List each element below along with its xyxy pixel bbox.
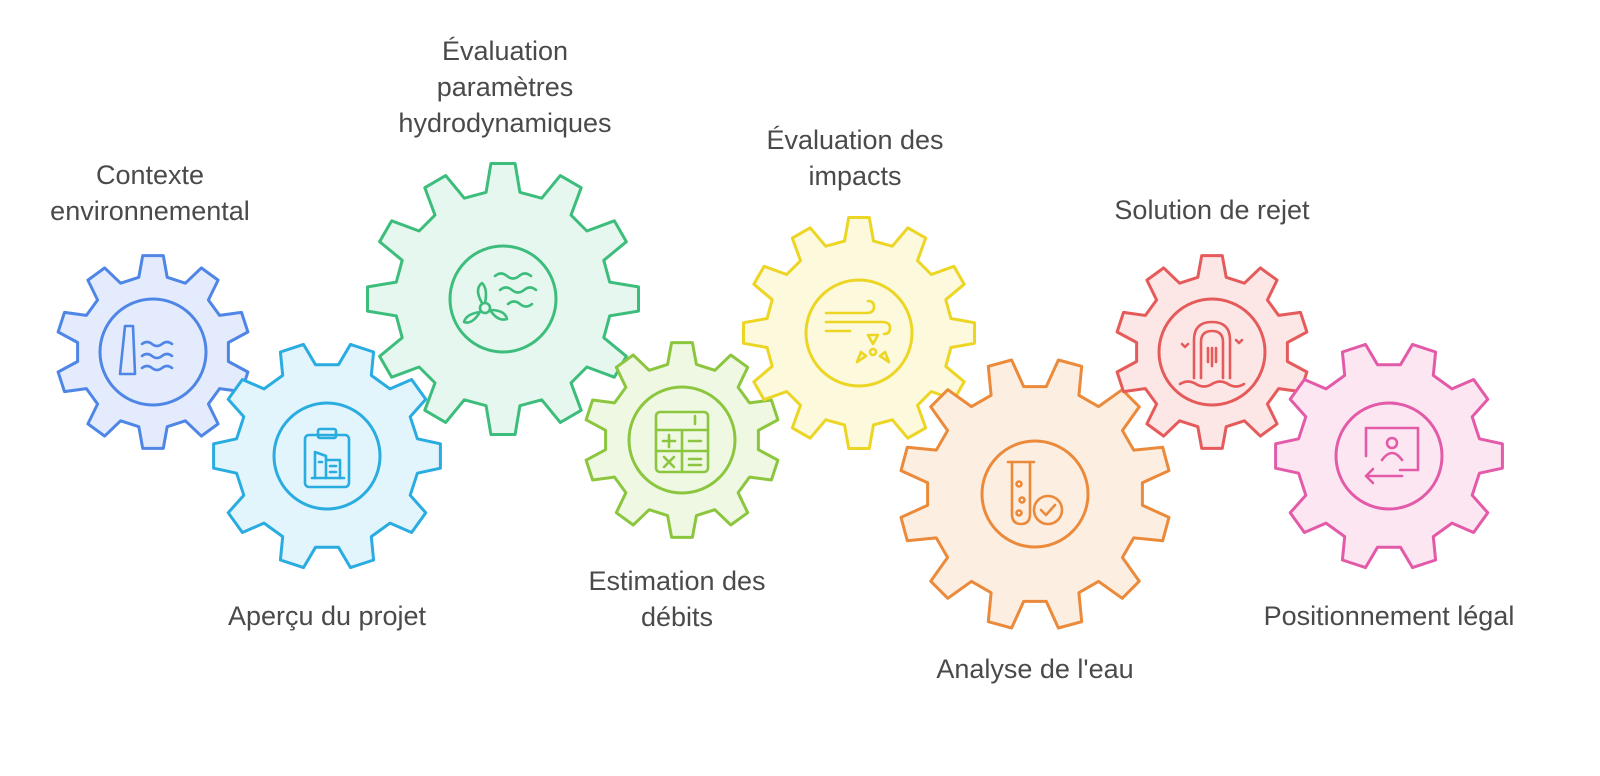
label-line: Positionnement légal (1263, 601, 1515, 631)
label-impacts: Évaluation des impacts (730, 122, 980, 194)
gear-outline (56, 254, 250, 450)
gear-debits-ring (627, 385, 737, 495)
label-hydro: Évaluation paramètres hydrodynamiques (370, 33, 640, 141)
gear-outline (899, 358, 1171, 630)
label-contexte: Contexte environnemental (25, 157, 275, 229)
label-eau: Analyse de l'eau (900, 651, 1170, 687)
label-line: impacts (808, 161, 902, 191)
discharge-outlet-icon (1178, 320, 1246, 388)
gear-eau (899, 358, 1171, 630)
label-rejet: Solution de rejet (1082, 192, 1342, 228)
label-line: Aperçu du projet (227, 601, 427, 631)
label-line: Contexte (95, 160, 205, 190)
gear-outline (1274, 342, 1504, 570)
label-line: Évaluation des (766, 125, 944, 155)
calculator-icon (654, 410, 710, 474)
label-line: Analyse de l'eau (936, 654, 1134, 684)
label-apercu: Aperçu du projet (192, 598, 462, 634)
dam-water-icon (118, 324, 174, 376)
gear-eau-ring (980, 439, 1090, 549)
clipboard-building-icon (303, 427, 351, 489)
turbine-waves-icon (462, 272, 538, 324)
gear-hydro (366, 162, 640, 436)
label-line: Évaluation (441, 36, 569, 66)
label-line: débits (640, 602, 714, 632)
gear-outline (742, 216, 976, 450)
label-line: paramètres (436, 72, 574, 102)
gear-hydro-ring (448, 244, 558, 354)
gear-apercu-ring (272, 401, 382, 511)
label-debits: Estimation des débits (552, 563, 802, 635)
wind-radiation-icon (824, 299, 892, 364)
gear-legal (1274, 342, 1504, 570)
label-line: Solution de rejet (1114, 195, 1310, 225)
gear-rejet-ring (1157, 297, 1267, 407)
label-line: hydrodynamiques (398, 108, 612, 138)
contact-card-arrow-icon (1364, 426, 1420, 485)
gear-legal-ring (1334, 401, 1444, 511)
label-legal: Positionnement légal (1248, 598, 1530, 634)
label-line: Estimation des (588, 566, 766, 596)
gear-impacts (742, 216, 976, 450)
gear-contexte-ring (98, 297, 208, 407)
gear-contexte (56, 254, 250, 450)
test-tube-check-icon (1006, 460, 1064, 526)
gear-impacts-ring (804, 278, 914, 388)
gear-outline (366, 162, 640, 436)
label-line: environnemental (50, 196, 250, 226)
